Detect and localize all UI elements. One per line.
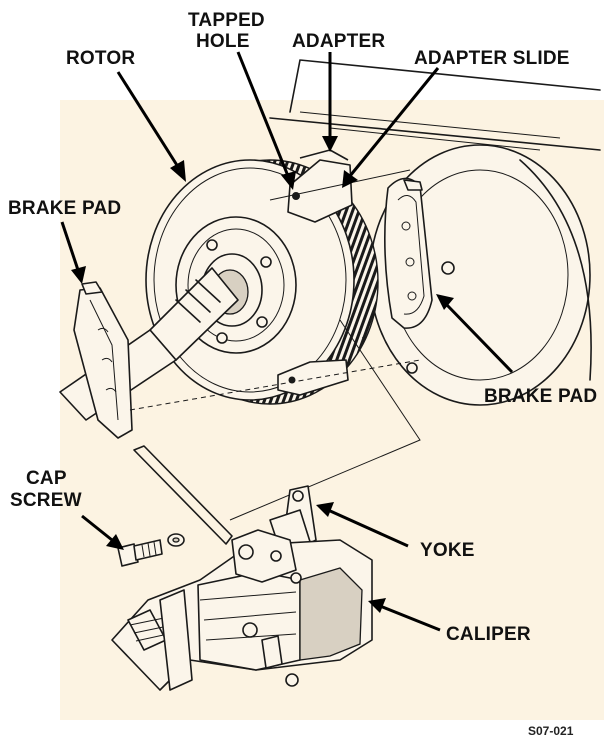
- adapter-label: ADAPTER: [292, 31, 385, 52]
- brake-hose: [133, 445, 233, 545]
- cap-screw-label-line2: SCREW: [10, 490, 82, 511]
- brake-pad-left-label: BRAKE PAD: [8, 198, 121, 219]
- yoke-arrow: [327, 508, 409, 548]
- adapter-slide-label: ADAPTER SLIDE: [414, 48, 570, 69]
- caliper-label: CALIPER: [446, 624, 531, 645]
- tapped-hole-arrow: [236, 51, 290, 177]
- leader-arrows: [60, 51, 514, 632]
- rotor-arrow: [116, 71, 182, 171]
- adapter-slide-arrow: [348, 67, 440, 177]
- brake-pad-left: [73, 281, 133, 439]
- rotor: [145, 159, 379, 405]
- cap-screw-arrow: [81, 514, 113, 542]
- caliper: [111, 529, 373, 691]
- adapter: [277, 149, 353, 396]
- cap-screw-label-line1: CAP: [26, 468, 67, 489]
- figure-code: S07-021: [528, 724, 574, 738]
- brake-pad-right-arrow: [444, 302, 514, 374]
- yoke-label: YOKE: [420, 540, 475, 561]
- tapped-hole-label-line2: HOLE: [196, 31, 250, 52]
- brake-pad-right: [384, 177, 433, 329]
- brake-pad-right-label: BRAKE PAD: [484, 386, 597, 407]
- tapped-hole-label-line1: TAPPED: [188, 10, 265, 31]
- rotor-label: ROTOR: [66, 48, 135, 69]
- caliper-arrow: [379, 604, 441, 632]
- brake-pad-left-arrow: [60, 221, 80, 271]
